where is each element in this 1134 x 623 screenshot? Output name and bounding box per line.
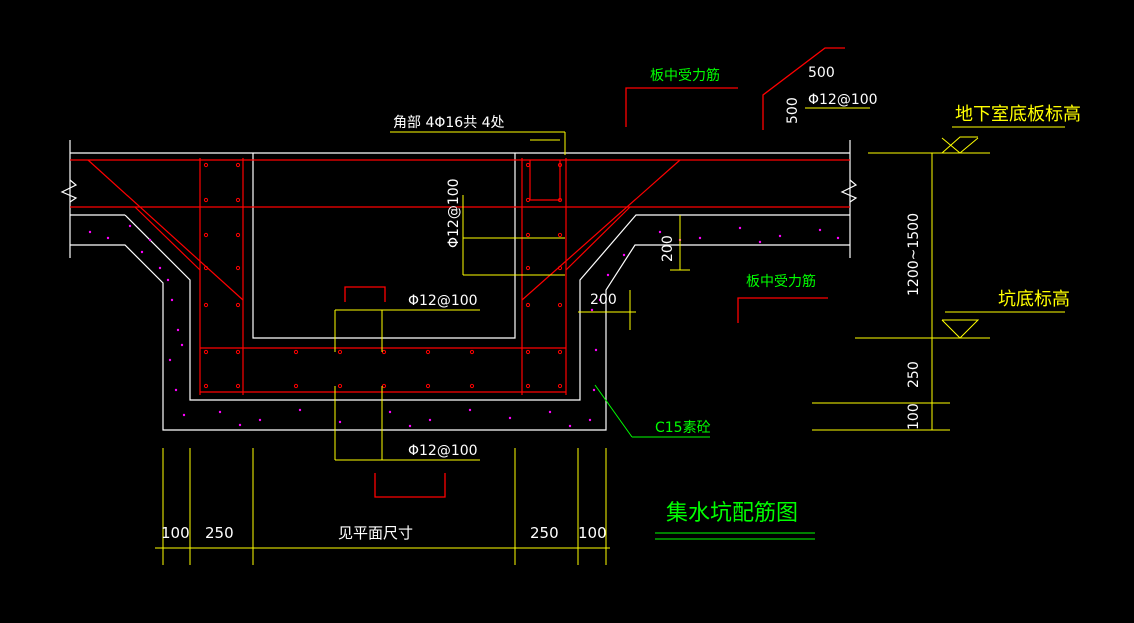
dim-bottom-250-right: 250: [530, 524, 559, 542]
concrete-outline: [60, 140, 858, 431]
corner-rebar-label: 角部 4Φ16共 4处: [393, 115, 505, 131]
pit-top-rebar-label: Φ12@100: [408, 293, 478, 309]
dim-200-vertical: 200: [660, 235, 676, 262]
drawing-title: 集水坑配筋图: [666, 501, 798, 526]
slab-main-rebar-right-label: 板中受力筋: [746, 273, 816, 290]
c15-concrete-label: C15素砼: [655, 420, 711, 436]
rebar-lines: [70, 158, 850, 395]
dim-200-horizontal: 200: [590, 292, 617, 308]
top-right-rebar-label: Φ12@100: [808, 92, 878, 108]
basement-floor-elevation-label: 地下室底板标高: [955, 104, 1081, 125]
dim-1200-1500: 1200~1500: [906, 213, 922, 296]
dim-bottom-250-left: 250: [205, 524, 234, 542]
dim-100-right: 100: [906, 403, 922, 430]
dim-bottom-100-right: 100: [578, 524, 607, 542]
dim-bottom-plan: 见平面尺寸: [338, 524, 413, 542]
dimension-lines: [155, 107, 1065, 565]
dim-250-right: 250: [906, 361, 922, 388]
slab-main-rebar-top-label: 板中受力筋: [650, 67, 720, 84]
dim-500-horizontal: 500: [808, 65, 835, 81]
green-leaders: [594, 384, 815, 540]
pit-bottom-elevation-label: 坑底标高: [998, 289, 1070, 310]
rebar-shape-symbols: [344, 47, 845, 498]
pit-bottom-rebar-label: Φ12@100: [408, 443, 478, 459]
dim-500-vertical: 500: [785, 97, 801, 124]
c15-hatch: [88, 224, 840, 428]
wall-rebar-vertical-label: Φ12@100: [446, 178, 462, 248]
dim-bottom-100-left: 100: [161, 524, 190, 542]
